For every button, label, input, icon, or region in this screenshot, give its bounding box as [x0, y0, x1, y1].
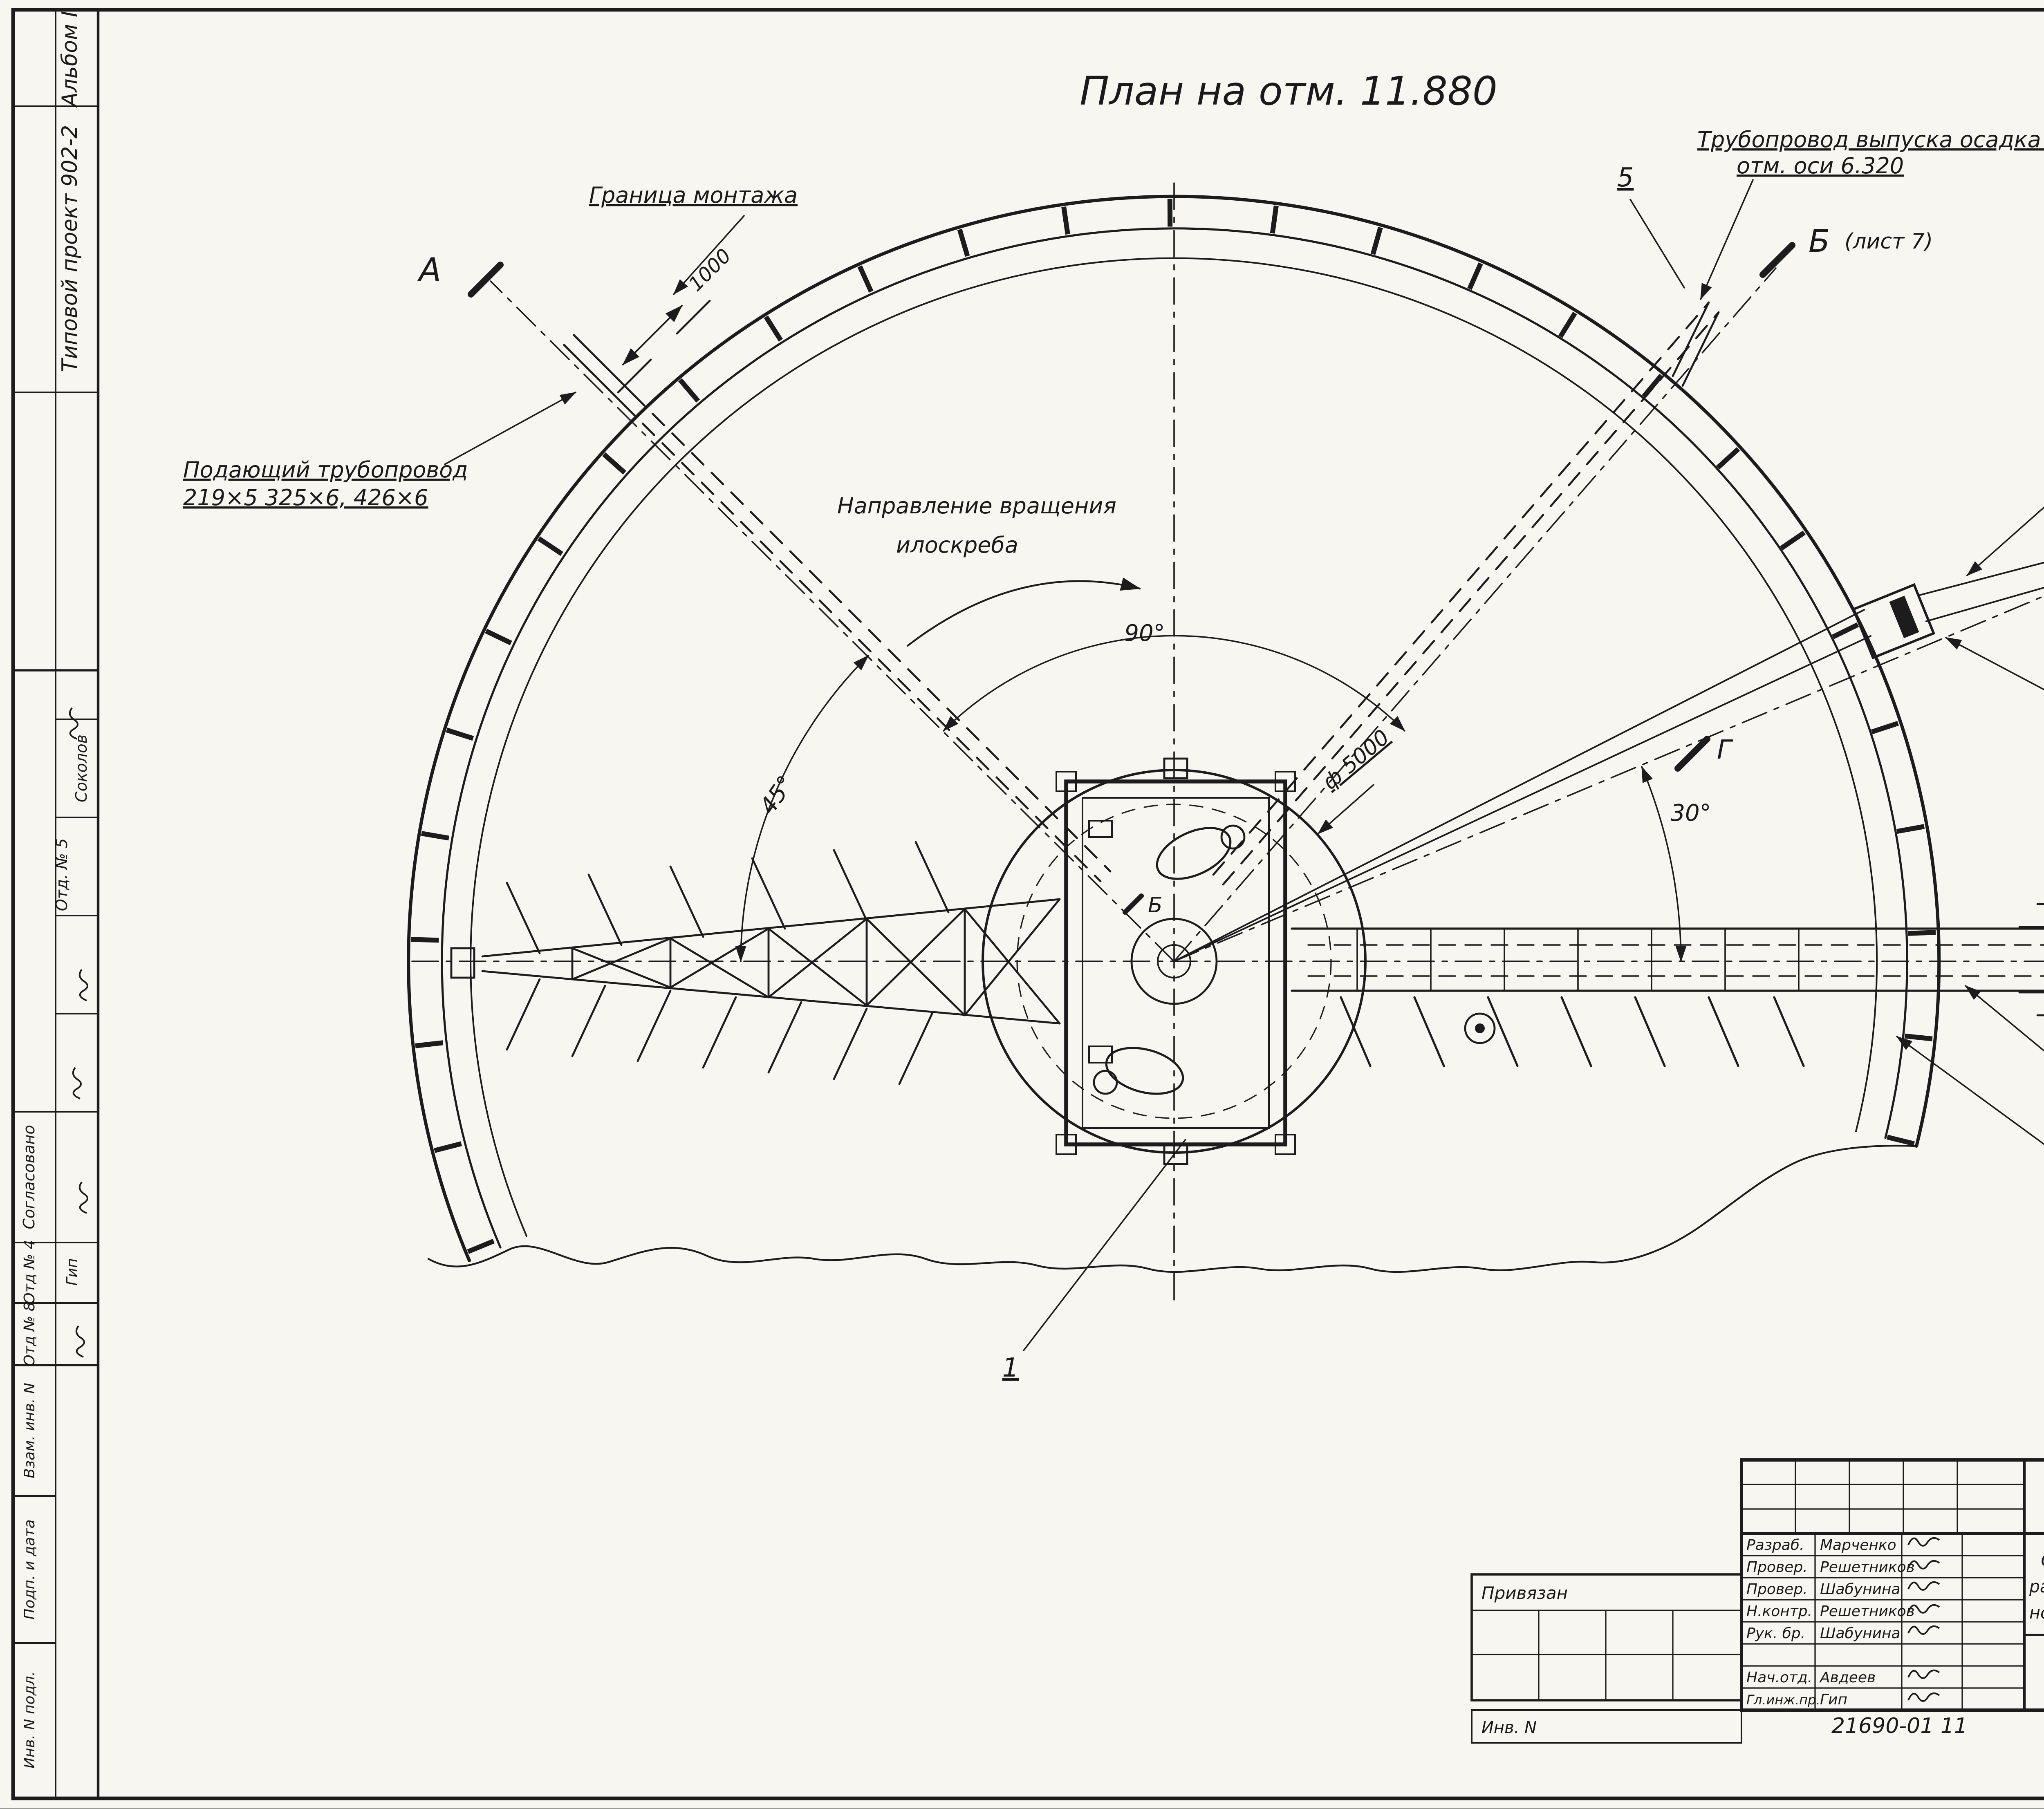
sidebar-sokolov: Соколов — [72, 734, 90, 802]
privyazan-label: Привязан — [1481, 1583, 1568, 1603]
staff-role-3: Н.контр. — [1746, 1603, 1812, 1620]
pos-1: 1 — [1002, 1353, 1019, 1383]
drive-motor-lower — [1105, 1047, 1184, 1095]
staff-role-0: Разраб. — [1746, 1537, 1804, 1554]
staff-name-7: Гип — [1820, 1691, 1847, 1708]
oil-collection-pipe — [1291, 903, 2044, 1067]
sidebar-otd5: Отд. № 5 — [53, 838, 71, 911]
center-column-inner — [1157, 944, 1191, 978]
label-osadok-1: Трубопровод выпуска осадка 219×5 — [1697, 127, 2044, 152]
label-granica-montazha: Граница монтажа — [589, 182, 798, 208]
staff-role-2: Провер. — [1746, 1581, 1808, 1598]
staff-name-3: Решетников — [1820, 1603, 1915, 1620]
dia-5000: ф 5000 — [1318, 725, 1394, 795]
label-podayushchiy-1: Подающий трубопровод — [183, 457, 468, 483]
label-napravlenie-1: Направление вращения — [837, 493, 1116, 519]
scraper-truss-left — [450, 841, 1061, 1085]
leader-lines — [444, 179, 2044, 1351]
description-line3: ном исполнении диаметром 18м — [2029, 1603, 2044, 1623]
sidebar-gip: Гип — [64, 1258, 81, 1286]
shandor-gate — [1851, 583, 1936, 660]
angle-45: 45° — [755, 771, 800, 819]
marker-a-topleft: А — [417, 251, 442, 289]
angle-90: 90° — [1124, 620, 1165, 647]
sidebar-project: Типовой проект 902-2 — [58, 125, 82, 372]
break-line — [427, 1144, 1918, 1273]
pos-5: 5 — [1617, 163, 1634, 193]
label-podayushchiy-2: 219×5 325×6, 426×6 — [183, 485, 428, 510]
sidebar-otd4: Отд № 4 — [21, 1240, 38, 1304]
label-osadok-2: отм. оси 6.320 — [1737, 153, 1904, 179]
tank-wall-outer — [407, 195, 1941, 1262]
title-block — [1470, 1458, 2044, 1744]
section-mark-b-top — [1759, 242, 1795, 278]
drawing-labels: План на отм. 11.880 Граница монтажа 1000… — [183, 68, 2044, 1383]
marker-b-top-note: (лист 7) — [1845, 229, 1933, 254]
marker-b-center: Б — [1148, 893, 1163, 918]
title-block-texts: ТП 902-2-425.86-НК Разраб. Марченко Пров… — [1481, 1537, 2044, 1738]
sidebar-vzam-inv: Взам. инв. N — [21, 1383, 38, 1478]
staff-role-7: Гл.инж.пр. — [1746, 1692, 1820, 1708]
support-wheel — [1464, 1012, 1496, 1044]
sidebar-otd8: Отд № 8 — [21, 1302, 38, 1366]
inv-n-label: Инв. N — [1481, 1718, 1537, 1737]
rotation-arrow — [906, 578, 1141, 647]
section-mark-a-topleft — [468, 262, 504, 298]
staff-role-1: Провер. — [1746, 1559, 1808, 1576]
description-line2: радиальный во взрывозащищен- — [2029, 1576, 2044, 1596]
tank-wall-edge — [470, 257, 1878, 1237]
section-marks — [468, 242, 1795, 915]
outlet-channel — [1173, 562, 2044, 962]
sidebar-soglasovano: Согласовано — [20, 1125, 38, 1229]
marker-b-top: Б — [1809, 223, 1830, 259]
angle-arcs — [735, 578, 1687, 962]
staff-name-0: Марченко — [1820, 1537, 1896, 1554]
staff-name-6: Авдеев — [1819, 1669, 1876, 1686]
tank-plan-drawing — [407, 179, 2044, 1351]
marker-g-mid: Г — [1717, 735, 1733, 765]
drive-motor-upper — [1156, 827, 1232, 880]
sidebar-texts: Альбом I Типовой проект 902-2 Соколов От… — [20, 11, 90, 1769]
section-mark-g-mid — [1674, 736, 1710, 772]
label-napravlenie-2: илоскреба — [896, 532, 1018, 558]
angle-30: 30° — [1670, 800, 1711, 826]
staff-name-1: Решетников — [1820, 1559, 1915, 1576]
drive-unit-box — [1056, 757, 1296, 1165]
section-mark-b-center — [1123, 893, 1144, 915]
staff-name-2: Шабунина — [1820, 1581, 1901, 1598]
dim-1000: 1000 — [684, 244, 736, 296]
staff-role-4: Рук. бр. — [1746, 1625, 1805, 1642]
sludge-pipeline — [1212, 301, 1720, 886]
supply-pipeline — [563, 300, 1112, 882]
staff-role-6: Нач.отд. — [1746, 1669, 1812, 1686]
staff-name-4: Шабунина — [1820, 1625, 1901, 1642]
page-title: План на отм. 11.880 — [1080, 68, 1497, 114]
trough-circle — [982, 769, 1367, 1154]
page-frame — [11, 8, 2044, 1800]
sidebar-album: Альбом I — [58, 11, 82, 108]
tank-wall-inner — [441, 227, 1908, 1249]
handwritten-code: 21690-01 11 — [1831, 1714, 1968, 1738]
trough-circle-hidden — [1016, 804, 1332, 1119]
sidebar-podp-data: Подп. и дата — [21, 1519, 38, 1619]
center-column-outer — [1130, 918, 1218, 1005]
centerlines — [411, 182, 2044, 1309]
description-line1: Отстойник канализационный — [2041, 1550, 2044, 1570]
sidebar-inv-podl: Инв. N подл. — [21, 1671, 38, 1769]
